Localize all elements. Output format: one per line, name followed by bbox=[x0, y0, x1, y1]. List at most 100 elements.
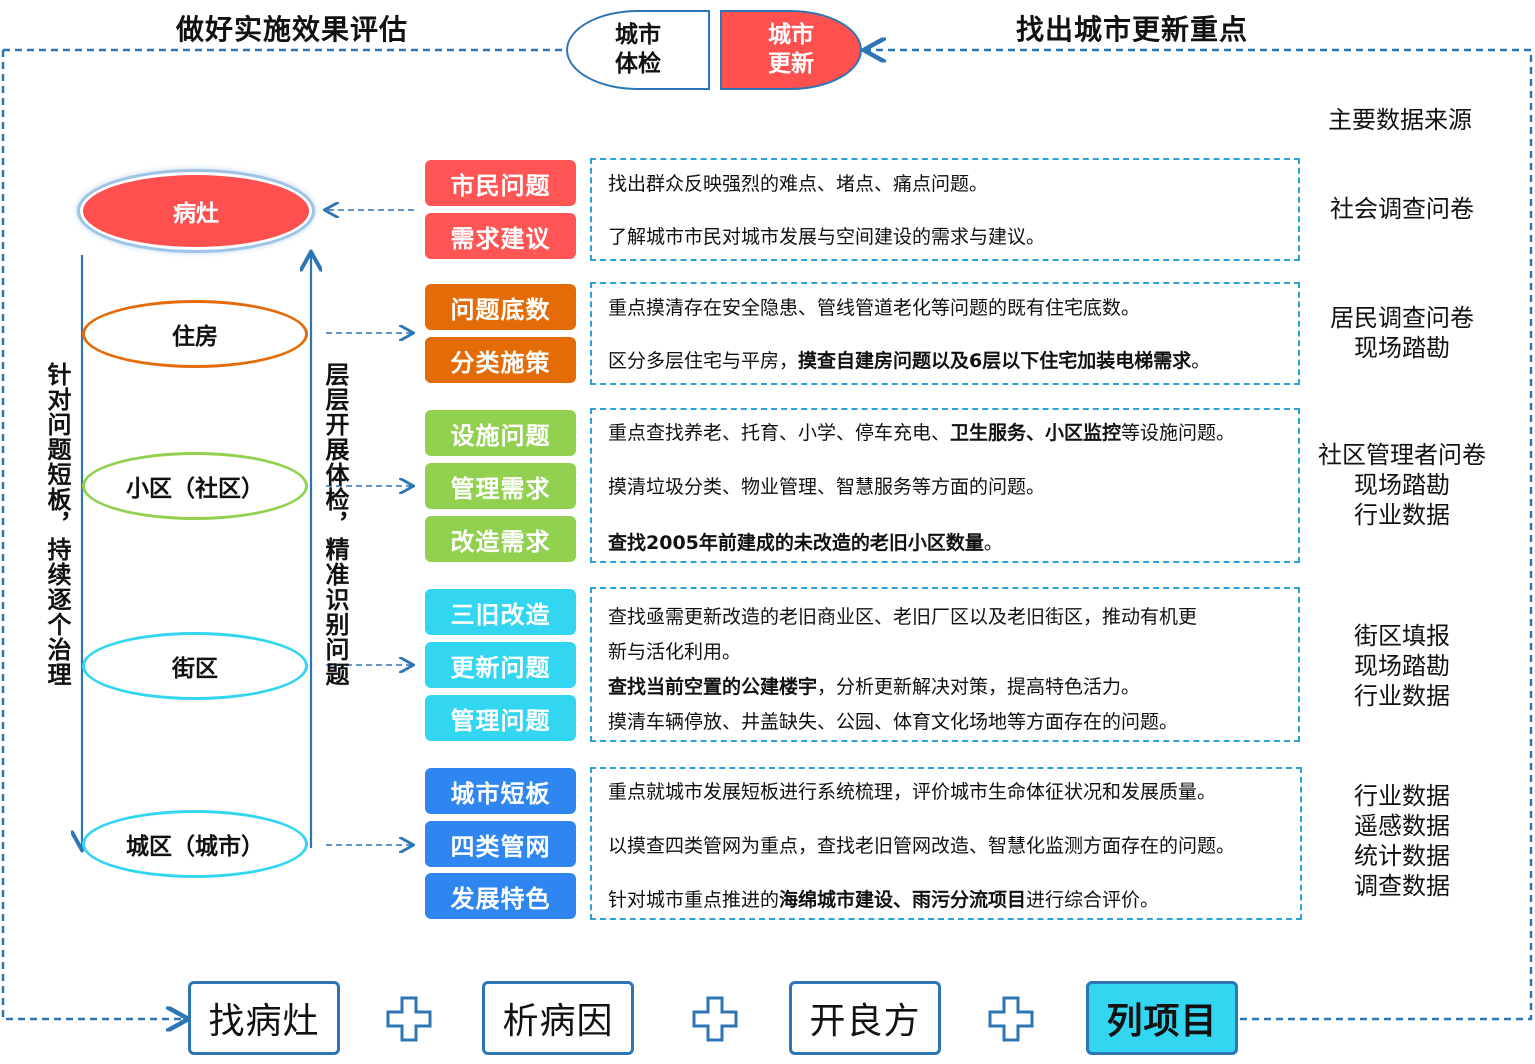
city-check-pill: 城市 体检 bbox=[566, 10, 710, 90]
city-renewal-line2: 更新 bbox=[768, 51, 814, 77]
panel-city: 重点就城市发展短板进行系统梳理，评价城市生命体征状况和发展质量。 以摸查四类管网… bbox=[590, 767, 1302, 920]
source-item: 居民调查问卷 bbox=[1330, 304, 1474, 332]
panel-text: 重点查找养老、托育、小学、停车充电、 bbox=[608, 422, 951, 444]
panel-text: 等设施问题。 bbox=[1121, 422, 1236, 444]
source-item: 社区管理者问卷 bbox=[1318, 441, 1486, 469]
step-prescribe: 开良方 bbox=[789, 981, 941, 1055]
panel-line: 重点摸清存在安全隐患、管线管道老化等问题的既有住宅底数。 bbox=[608, 293, 1140, 320]
source-item: 行业数据 bbox=[1354, 682, 1450, 710]
source-item: 街区填报 bbox=[1354, 622, 1450, 650]
panel-text: 了解城市市民对城市发展与空间建设的需求与建议。 bbox=[608, 226, 1046, 248]
panel-line: 查找当前空置的公建楼宇，分析更新解决对策，提高特色活力。 bbox=[608, 672, 1140, 699]
level-community-label: 小区（社区） bbox=[126, 476, 264, 502]
sources-housing: 居民调查问卷 现场踏勘 bbox=[1302, 303, 1502, 363]
tag-renovation-needs: 改造需求 bbox=[425, 516, 576, 562]
panel-line: 重点就城市发展短板进行系统梳理，评价城市生命体征状况和发展质量。 bbox=[608, 777, 1216, 804]
vertical-inspection: 层层开展体检，精准识别问题 bbox=[321, 362, 349, 687]
level-city-label: 城区（城市） bbox=[126, 834, 264, 860]
level-focus-label: 病灶 bbox=[173, 201, 219, 227]
panel-line: 针对城市重点推进的海绵城市建设、雨污分流项目进行综合评价。 bbox=[608, 885, 1159, 912]
panel-text: 以摸查四类管网为重点，查找老旧管网改造、智慧化监测方面存在的问题。 bbox=[608, 835, 1236, 857]
panel-block: 查找亟需更新改造的老旧商业区、老旧厂区以及老旧街区，推动有机更 新与活化利用。 … bbox=[590, 587, 1300, 742]
tag-classified-measures: 分类施策 bbox=[425, 337, 576, 383]
panel-focus: 找出群众反映强烈的难点、堵点、痛点问题。 了解城市市民对城市发展与空间建设的需求… bbox=[590, 158, 1300, 261]
plus-icon bbox=[988, 996, 1034, 1042]
source-item: 行业数据 bbox=[1354, 782, 1450, 810]
city-check-line2: 体检 bbox=[615, 51, 661, 77]
panel-line: 找出群众反映强烈的难点、堵点、痛点问题。 bbox=[608, 169, 988, 196]
panel-line: 重点查找养老、托育、小学、停车充电、卫生服务、小区监控等设施问题。 bbox=[608, 418, 1235, 445]
tag-city-shortcomings: 城市短板 bbox=[425, 768, 576, 814]
level-community: 小区（社区） bbox=[82, 452, 308, 520]
plus-icon bbox=[692, 996, 738, 1042]
tag-citizen-issues: 市民问题 bbox=[425, 160, 576, 206]
panel-text: 摸清车辆停放、井盖缺失、公园、体育文化场地等方面存在的问题。 bbox=[608, 711, 1179, 733]
source-item: 现场踏勘 bbox=[1354, 471, 1450, 499]
sources-title: 主要数据来源 bbox=[1328, 106, 1472, 134]
panel-line: 新与活化利用。 bbox=[608, 637, 741, 664]
panel-line: 了解城市市民对城市发展与空间建设的需求与建议。 bbox=[608, 222, 1045, 249]
sources-block: 街区填报 现场踏勘 行业数据 bbox=[1302, 621, 1502, 711]
source-item: 行业数据 bbox=[1354, 501, 1450, 529]
level-block-label: 街区 bbox=[172, 656, 218, 682]
source-item: 调查数据 bbox=[1354, 872, 1450, 900]
source-item: 统计数据 bbox=[1354, 842, 1450, 870]
tag-development-features: 发展特色 bbox=[425, 873, 576, 919]
sources-focus: 社会调查问卷 bbox=[1302, 194, 1502, 224]
panel-text: 新与活化利用。 bbox=[608, 641, 742, 663]
panel-text: 摸清垃圾分类、物业管理、智慧服务等方面的问题。 bbox=[608, 476, 1046, 498]
panel-line: 摸清垃圾分类、物业管理、智慧服务等方面的问题。 bbox=[608, 472, 1045, 499]
panel-text: ，分析更新解决对策，提高特色活力。 bbox=[817, 676, 1141, 698]
panel-text-bold: 查找2005年前建成的未改造的老旧小区数量 bbox=[608, 532, 984, 554]
source-item: 社会调查问卷 bbox=[1330, 195, 1474, 223]
level-block: 街区 bbox=[82, 632, 308, 700]
tag-demand-suggestions: 需求建议 bbox=[425, 213, 576, 259]
level-housing-label: 住房 bbox=[172, 324, 218, 350]
level-city: 城区（城市） bbox=[82, 810, 308, 878]
sources-city: 行业数据 遥感数据 统计数据 调查数据 bbox=[1302, 781, 1502, 901]
panel-text: 针对城市重点推进的 bbox=[608, 889, 780, 911]
sources-community: 社区管理者问卷 现场踏勘 行业数据 bbox=[1302, 440, 1502, 530]
tag-management-issues: 管理问题 bbox=[425, 695, 576, 741]
panel-text: 重点摸清存在安全隐患、管线管道老化等问题的既有住宅底数。 bbox=[608, 297, 1141, 319]
tag-three-old-renovation: 三旧改造 bbox=[425, 589, 576, 635]
plus-icon bbox=[386, 996, 432, 1042]
step-analyze-cause: 析病因 bbox=[482, 981, 634, 1055]
source-item: 遥感数据 bbox=[1354, 812, 1450, 840]
panel-line: 摸清车辆停放、井盖缺失、公园、体育文化场地等方面存在的问题。 bbox=[608, 707, 1178, 734]
level-focus: 病灶 bbox=[80, 172, 312, 250]
heading-evaluate: 做好实施效果评估 bbox=[176, 13, 409, 46]
panel-text: 重点就城市发展短板进行系统梳理，评价城市生命体征状况和发展质量。 bbox=[608, 781, 1217, 803]
level-housing: 住房 bbox=[82, 300, 308, 368]
panel-text-bold: 卫生服务、小区监控 bbox=[950, 422, 1122, 444]
panel-housing: 重点摸清存在安全隐患、管线管道老化等问题的既有住宅底数。 区分多层住宅与平房，摸… bbox=[590, 282, 1300, 385]
tag-four-pipelines: 四类管网 bbox=[425, 821, 576, 867]
panel-line: 区分多层住宅与平房，摸查自建房问题以及6层以下住宅加装电梯需求。 bbox=[608, 346, 1210, 373]
tag-management-needs: 管理需求 bbox=[425, 463, 576, 509]
panel-text: 。 bbox=[1191, 350, 1211, 372]
panel-text: 区分多层住宅与平房， bbox=[608, 350, 799, 372]
panel-text-bold: 海绵城市建设、雨污分流项目 bbox=[779, 889, 1027, 911]
vertical-governance: 针对问题短板，持续逐个治理 bbox=[43, 362, 71, 687]
tag-issue-baseline: 问题底数 bbox=[425, 284, 576, 330]
step-find-focus: 找病灶 bbox=[188, 981, 340, 1055]
heading-renewal-focus: 找出城市更新重点 bbox=[1016, 13, 1249, 46]
city-renewal-line1: 城市 bbox=[768, 22, 814, 48]
panel-text: 。 bbox=[983, 532, 1003, 554]
panel-line: 查找2005年前建成的未改造的老旧小区数量。 bbox=[608, 528, 1003, 555]
city-check-line1: 城市 bbox=[615, 22, 661, 48]
panel-line: 以摸查四类管网为重点，查找老旧管网改造、智慧化监测方面存在的问题。 bbox=[608, 831, 1235, 858]
panel-line: 查找亟需更新改造的老旧商业区、老旧厂区以及老旧街区，推动有机更 bbox=[608, 602, 1197, 629]
panel-text: 找出群众反映强烈的难点、堵点、痛点问题。 bbox=[608, 173, 989, 195]
tag-facility-issues: 设施问题 bbox=[425, 410, 576, 456]
source-item: 现场踏勘 bbox=[1354, 652, 1450, 680]
panel-text: 查找亟需更新改造的老旧商业区、老旧厂区以及老旧街区，推动有机更 bbox=[608, 606, 1198, 628]
panel-text: 进行综合评价。 bbox=[1026, 889, 1160, 911]
step-list-projects: 列项目 bbox=[1086, 981, 1238, 1055]
source-item: 现场踏勘 bbox=[1354, 334, 1450, 362]
panel-community: 重点查找养老、托育、小学、停车充电、卫生服务、小区监控等设施问题。 摸清垃圾分类… bbox=[590, 408, 1300, 563]
tag-renewal-issues: 更新问题 bbox=[425, 642, 576, 688]
panel-text-bold: 查找当前空置的公建楼宇 bbox=[608, 676, 818, 698]
panel-text-bold: 摸查自建房问题以及6层以下住宅加装电梯需求 bbox=[798, 350, 1192, 372]
